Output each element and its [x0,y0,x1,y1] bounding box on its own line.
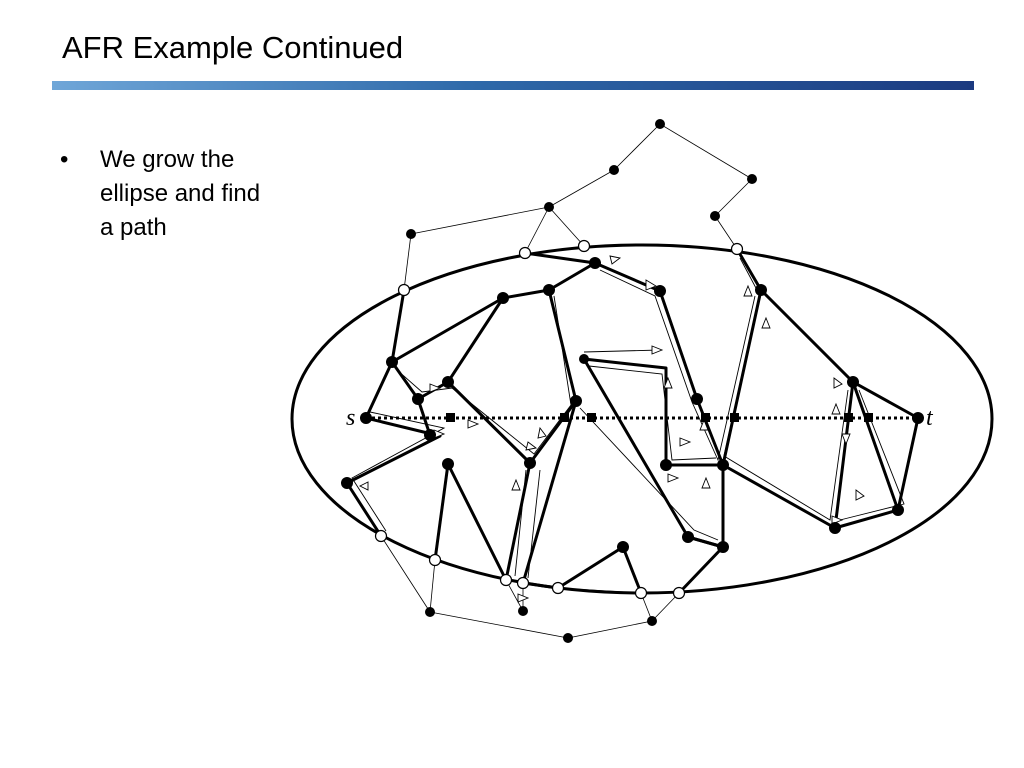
bullet-list: • We grow the ellipse and find a path [60,143,280,245]
bullet-marker: • [60,146,69,173]
target-label: t [926,405,934,431]
thin-edges [380,123,753,639]
filled-nodes [341,119,924,643]
square-markers [446,413,873,422]
slide-title: AFR Example Continued [62,30,404,65]
bold-edges [345,248,920,595]
hollow-nodes [374,239,744,600]
title-accent-bar [52,81,974,90]
bullet-item: • We grow the ellipse and find a path [60,143,280,245]
source-label: s [346,405,355,431]
bullet-text: We grow the ellipse and find a path [100,146,261,241]
flow-arrows [351,257,905,579]
